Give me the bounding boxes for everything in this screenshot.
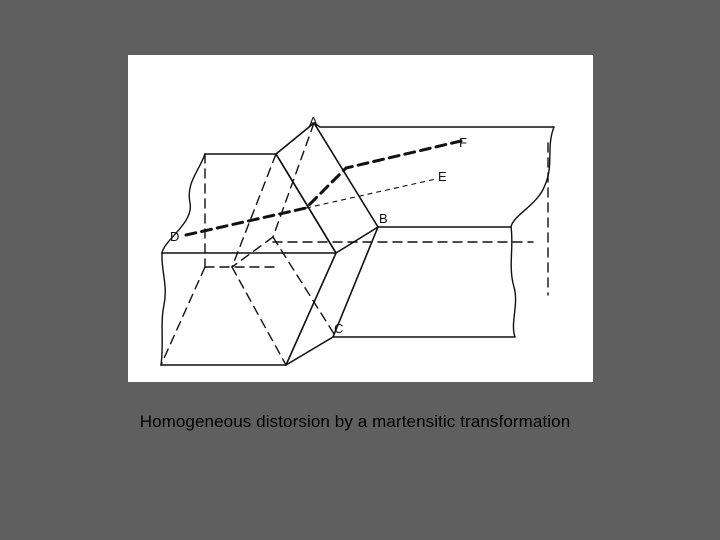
right-block-wavy-front (510, 226, 517, 338)
lamella-hidden-edge-2 (231, 266, 287, 366)
right-block-top-edge (313, 122, 555, 128)
reference-line-e (305, 178, 437, 209)
martensite-diagram: A B C D E F (128, 55, 593, 382)
label-f: F (459, 135, 467, 150)
lamella-hidden-edge-1 (231, 153, 277, 268)
label-b: B (379, 211, 388, 226)
label-e: E (438, 169, 447, 184)
figure-caption: Homogeneous distorsion by a martensitic … (139, 412, 571, 431)
lamella-hidden-edge-3 (272, 122, 315, 238)
lamella-front-lower-edge (285, 252, 337, 366)
label-a: A (309, 114, 318, 129)
lamella-diagonal (275, 153, 337, 254)
left-block-hidden-diagonal (160, 266, 206, 366)
right-block-wavy-back (510, 126, 555, 228)
right-block (272, 122, 555, 338)
lamella-hidden-edge-4 (231, 236, 274, 268)
left-block-wavy-edge (160, 153, 206, 366)
scratch-lines (184, 139, 463, 237)
label-c: C (334, 321, 343, 336)
lamella-hidden-edge-5 (272, 236, 337, 338)
label-d: D (170, 229, 179, 244)
distorted-line-df (184, 139, 463, 237)
sheared-lamella (231, 122, 379, 366)
left-block (160, 153, 337, 366)
